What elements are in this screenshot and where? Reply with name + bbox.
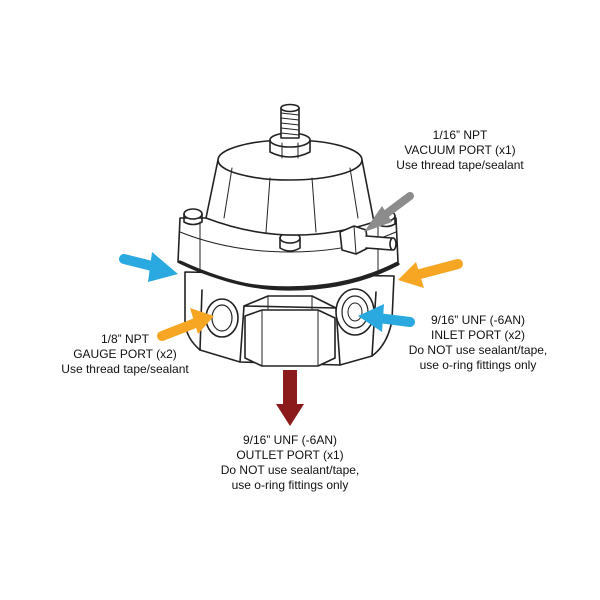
gauge-port-arrow-left [157, 308, 214, 341]
adjuster-nut [269, 132, 311, 159]
inlet-port-hole [335, 288, 375, 336]
vacuum-port-size: 1/16” NPT [432, 128, 488, 142]
inlet-port-size: 9/16” UNF (-6AN) [430, 313, 525, 327]
gauge-port-arrow-right [398, 259, 463, 288]
outlet-hex [244, 309, 336, 367]
outlet-port-name: OUTLET PORT (x1) [236, 448, 344, 462]
vacuum-port-fitting [339, 225, 397, 255]
gauge-port-note: Use thread tape/sealant [61, 362, 189, 376]
inlet-port-name: INLET PORT (x2) [430, 328, 526, 342]
vacuum-port-arrow [364, 192, 414, 232]
inlet-arrow-right [358, 304, 415, 332]
inlet-port-note-1: Do NOT use sealant/tape, [408, 343, 548, 357]
adjuster-screw [280, 103, 300, 139]
vacuum-port-label: 1/16” NPT VACUUM PORT (x1) Use thread ta… [372, 128, 548, 173]
outlet-port-label: 9/16” UNF (-6AN) OUTLET PORT (x1) Do NOT… [200, 433, 380, 493]
vacuum-port-name: VACUUM PORT (x1) [404, 143, 516, 157]
regulator-dome [205, 139, 375, 236]
inlet-port-label: 9/16” UNF (-6AN) INLET PORT (x2) Do NOT … [386, 313, 570, 373]
gauge-port-size: 1/8” NPT [100, 332, 149, 346]
outlet-port-arrow [276, 370, 304, 426]
vacuum-port-note: Use thread tape/sealant [396, 158, 524, 172]
gauge-port-label: 1/8” NPT GAUGE PORT (x2) Use thread tape… [40, 332, 210, 377]
outlet-port-note-1: Do NOT use sealant/tape, [220, 463, 360, 477]
gauge-port-name: GAUGE PORT (x2) [73, 347, 177, 361]
outlet-port-note-2: use o-ring fittings only [231, 478, 349, 492]
inlet-arrow-left [119, 252, 178, 282]
inlet-port-note-2: use o-ring fittings only [419, 358, 537, 372]
outlet-port-size: 9/16” UNF (-6AN) [242, 433, 337, 447]
